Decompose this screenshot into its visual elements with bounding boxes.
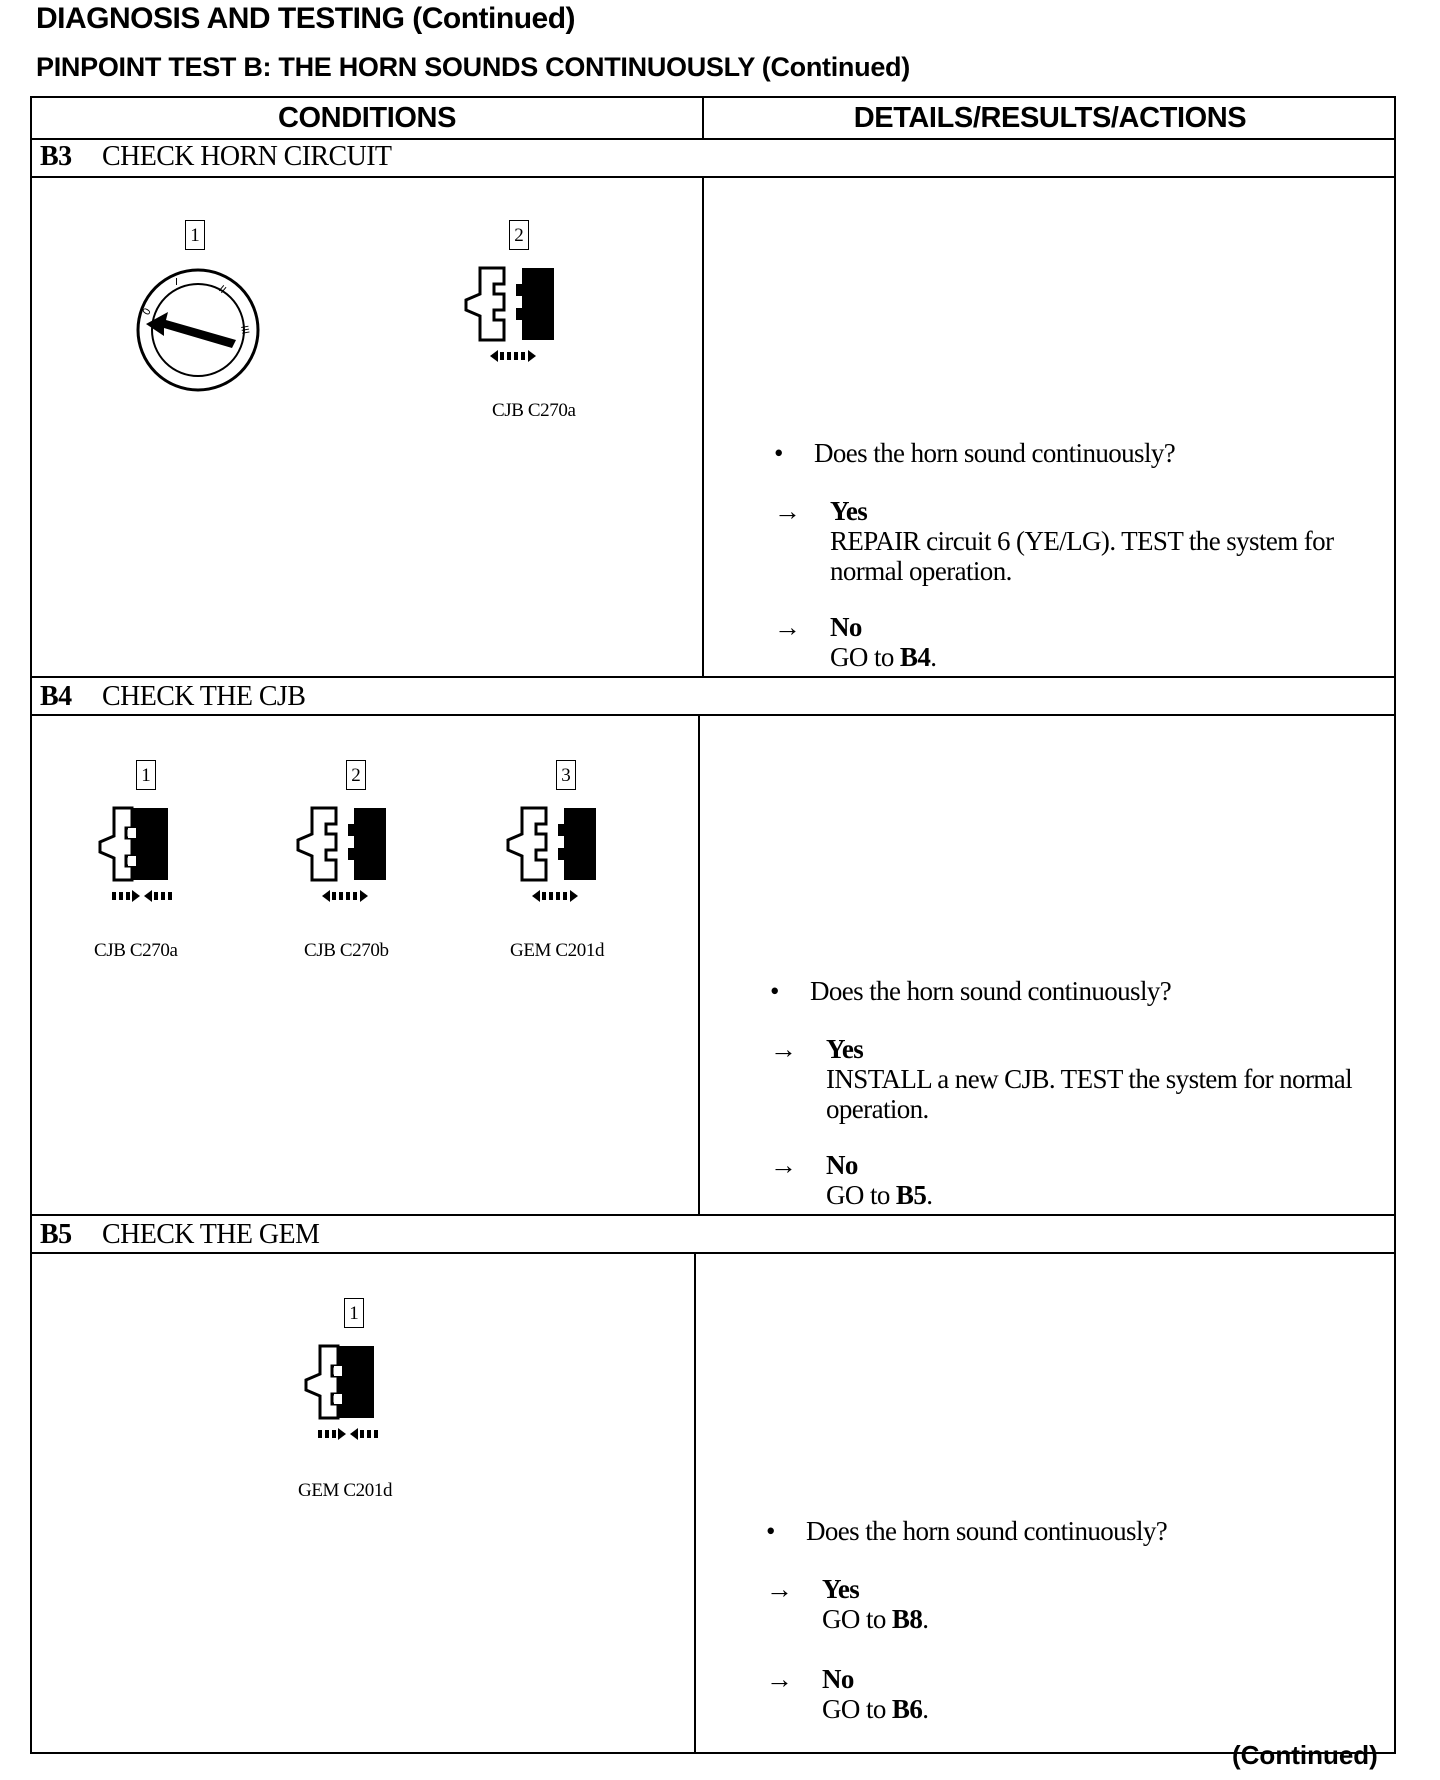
step-header-b5: B5 CHECK THE GEM <box>32 1214 1394 1254</box>
bullet-icon: • <box>774 438 783 468</box>
answer-action: INSTALL a new CJB. TEST the system for n… <box>826 1064 1353 1124</box>
bullet-icon: • <box>766 1516 775 1546</box>
answer-action: GO to B6. <box>822 1694 929 1724</box>
question-text: Does the horn sound continuously? <box>814 438 1176 468</box>
figure-callout: 1 <box>136 760 156 790</box>
arrow-icon: → <box>766 1664 793 1694</box>
step-header-b4: B4 CHECK THE CJB <box>32 676 1394 716</box>
continued-footer: (Continued) <box>1232 1740 1378 1770</box>
figure-callout: 3 <box>556 760 576 790</box>
figure-callout: 1 <box>344 1298 364 1328</box>
answer-action: GO to B4. <box>830 642 937 672</box>
step-body-b5: 1 GEM C201d • Does the horn sound contin… <box>32 1254 1394 1754</box>
conditions-column-header: CONDITIONS <box>32 98 704 138</box>
question-text: Does the horn sound continuously? <box>806 1516 1168 1546</box>
answer-label: Yes <box>830 496 868 526</box>
figure-callout: 2 <box>509 220 529 250</box>
answer-label: No <box>822 1664 854 1694</box>
step-reference: B5 <box>895 1180 927 1210</box>
answer-label: No <box>830 612 862 642</box>
question-text: Does the horn sound continuously? <box>810 976 1172 1006</box>
pinpoint-test-title: PINPOINT TEST B: THE HORN SOUNDS CONTINU… <box>36 52 910 82</box>
ignition-switch-icon: 0 I II III <box>136 268 260 392</box>
details-column-header: DETAILS/RESULTS/ACTIONS <box>853 102 1247 134</box>
step-id: B3 <box>40 141 72 172</box>
table-header-row: CONDITIONS DETAILS/RESULTS/ACTIONS <box>32 98 1394 140</box>
connector-disconnect-icon <box>506 806 596 902</box>
connector-caption: CJB C270a <box>94 940 178 961</box>
svg-text:II: II <box>216 284 228 296</box>
arrow-icon: → <box>766 1574 793 1604</box>
connector-connect-icon <box>98 806 172 902</box>
answer-label: Yes <box>822 1574 860 1604</box>
answer-action: REPAIR circuit 6 (YE/LG). TEST the syste… <box>830 526 1334 586</box>
arrow-icon: → <box>770 1034 797 1064</box>
pinpoint-test-table: CONDITIONS DETAILS/RESULTS/ACTIONS B3 CH… <box>30 96 1396 1754</box>
svg-text:I: I <box>175 277 178 288</box>
answer-label: No <box>826 1150 858 1180</box>
connector-caption: CJB C270b <box>304 940 389 961</box>
step-title: CHECK THE GEM <box>102 1219 320 1250</box>
step-id: B5 <box>40 1219 72 1250</box>
connector-caption: GEM C201d <box>510 940 605 961</box>
bullet-icon: • <box>770 976 779 1006</box>
connector-disconnect-icon <box>464 266 554 362</box>
page-title: DIAGNOSIS AND TESTING (Continued) <box>36 2 576 35</box>
svg-text:0: 0 <box>141 306 154 317</box>
connector-connect-icon <box>304 1344 378 1440</box>
connector-disconnect-icon <box>296 806 386 902</box>
step-title: CHECK HORN CIRCUIT <box>102 141 392 172</box>
figure-callout: 2 <box>346 760 366 790</box>
step-title: CHECK THE CJB <box>102 681 306 712</box>
figure-callout: 1 <box>185 220 205 250</box>
step-body-b3: 1 0 I II III 2 CJB C270a • Does the ho <box>32 178 1394 678</box>
step-id: B4 <box>40 681 72 712</box>
answer-action: GO to B5. <box>826 1180 933 1210</box>
arrow-icon: → <box>774 612 801 642</box>
arrow-icon: → <box>774 496 801 526</box>
answer-action: GO to B8. <box>822 1604 929 1634</box>
connector-caption: GEM C201d <box>298 1480 393 1501</box>
connector-caption: CJB C270a <box>492 400 576 421</box>
step-reference: B4 <box>899 642 931 672</box>
svg-text:III: III <box>238 325 250 336</box>
step-reference: B6 <box>891 1694 923 1724</box>
answer-label: Yes <box>826 1034 864 1064</box>
arrow-icon: → <box>770 1150 797 1180</box>
step-reference: B8 <box>891 1604 923 1634</box>
step-body-b4: 1 CJB C270a 2 <box>32 716 1394 1216</box>
step-header-b3: B3 CHECK HORN CIRCUIT <box>32 138 1394 178</box>
